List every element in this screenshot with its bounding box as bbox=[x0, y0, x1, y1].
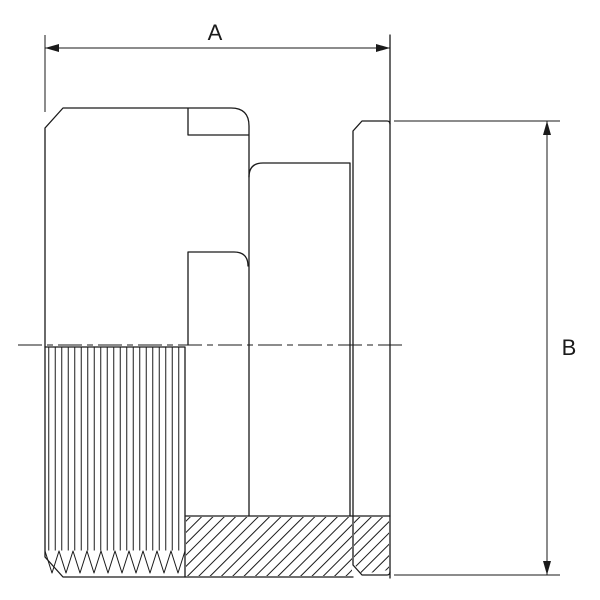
dimension-b-arrow-bottom bbox=[543, 561, 551, 575]
dimension-b-label: B bbox=[562, 335, 577, 360]
section-fills bbox=[45, 347, 389, 576]
bore-step-line bbox=[187, 251, 249, 346]
section-hatching-flange bbox=[354, 517, 389, 574]
dimension-a-label: A bbox=[208, 20, 223, 45]
dimension-a-arrow-left bbox=[45, 44, 59, 52]
flange-outline bbox=[352, 120, 391, 576]
thread-profile-zigzag bbox=[44, 550, 186, 574]
dimension-b-arrow-top bbox=[543, 121, 551, 135]
dimension-b bbox=[394, 120, 560, 576]
fitting-views bbox=[44, 34, 391, 579]
dimension-a bbox=[44, 35, 390, 112]
neck-outline bbox=[248, 162, 351, 517]
thread-boundary bbox=[44, 346, 186, 578]
section-hatching-body bbox=[186, 517, 352, 576]
dimension-a-arrow-right bbox=[376, 44, 390, 52]
thread-hatching bbox=[45, 347, 185, 551]
